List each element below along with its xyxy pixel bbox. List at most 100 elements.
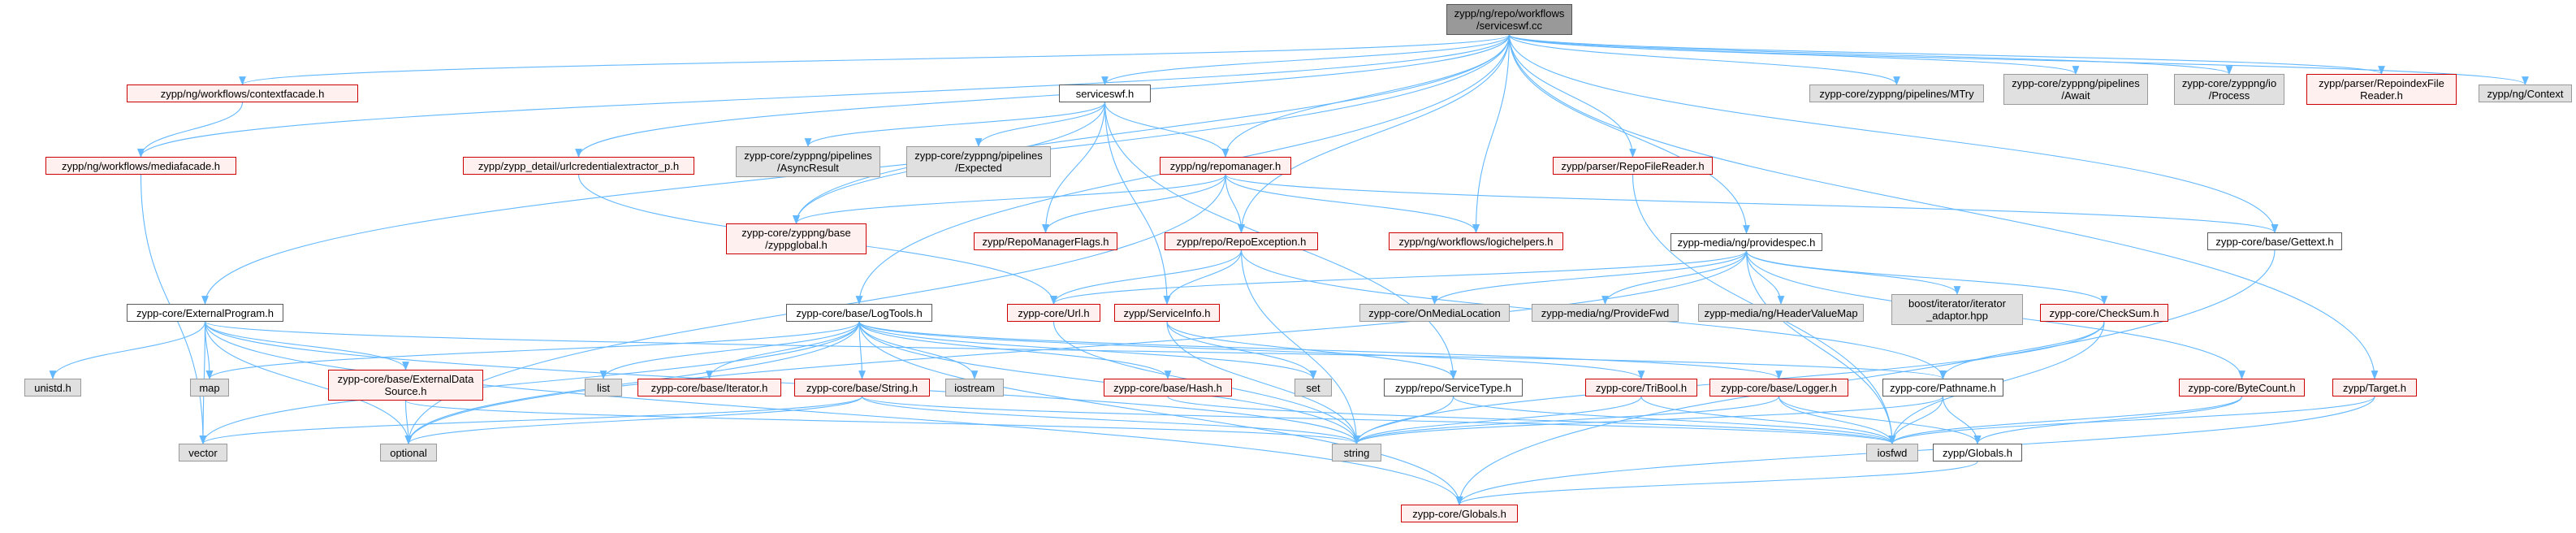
node-serviceinfo[interactable]: zypp/ServiceInfo.h [1114,304,1220,322]
node-mediafacade[interactable]: zypp/ng/workflows/mediafacade.h [45,157,236,175]
node-string-h[interactable]: zypp-core/base/String.h [794,379,930,396]
node-gettext[interactable]: zypp-core/base/Gettext.h [2207,232,2342,250]
edge-serviceswf-h-to-expected [975,102,1106,148]
node-string: string [1332,444,1381,462]
edge-providespec-to-checksum [1745,250,2108,306]
edge-logtools-to-set [858,321,1317,380]
edge-string-h-to-iosfwd [861,396,1895,445]
edge-tribool-to-string [1353,396,1642,445]
node-optional: optional [380,444,437,462]
edge-root-to-ngcontext [1508,34,2529,86]
edge-repoexception-to-serviceinfo [1163,249,1243,306]
edge-externalprogram-to-unistd [49,321,206,380]
edge-logtools-to-iostream [858,321,979,380]
edge-externalprogram-to-externaldata [204,321,409,371]
edge-tribool-to-iosfwd [1640,396,1896,445]
node-vector: vector [179,444,227,462]
edge-logtools-to-vector [199,321,860,445]
edge-serviceswf-h-to-asyncresult [804,102,1106,148]
edge-root-to-gettext [1508,34,2279,234]
node-iterator[interactable]: zypp-core/base/Iterator.h [638,379,781,396]
node-repoindex[interactable]: zypp/parser/RepoindexFile Reader.h [2306,74,2457,105]
edge-root-to-mediafacade [137,34,1511,158]
edge-root-to-logichelpers [1472,34,1511,234]
edge-repomanager-to-repomanagerflags [1042,174,1226,234]
edge-repomanager-to-zyppglobal [793,174,1226,225]
node-servicetype[interactable]: zypp/repo/ServiceType.h [1384,379,1523,396]
edge-externalprogram-to-coreglobals [204,321,1463,506]
edge-root-to-repoindex [1508,34,2385,76]
node-logger[interactable]: zypp-core/base/Logger.h [1709,379,1848,396]
node-zyppglobals[interactable]: zypp/Globals.h [1933,444,2022,462]
node-externalprogram[interactable]: zypp-core/ExternalProgram.h [127,304,283,322]
edge-root-to-mtry [1508,34,1900,86]
edge-providespec-to-providefwd [1601,250,1748,306]
node-providefwd: zypp-media/ng/ProvideFwd [1532,304,1679,322]
edge-logtools-to-optional [404,321,860,445]
edge-pathname-to-zyppglobals [1942,396,1982,445]
node-repomanagerflags[interactable]: zypp/RepoManagerFlags.h [974,232,1117,250]
edge-root-to-repoexception [1238,34,1511,234]
edge-servicetype-to-iosfwd [1452,396,1896,445]
node-map: map [190,379,229,396]
node-repofilereader[interactable]: zypp/parser/RepoFileReader.h [1553,157,1713,175]
edge-logtools-to-string-h [858,321,866,380]
node-urlcred[interactable]: zypp/zypp_detail/urlcredentialextractor_… [463,157,694,175]
edge-hash-to-iosfwd [1167,396,1896,445]
edge-gettext-to-coreglobals [1455,249,2276,506]
edge-string-h-to-string [861,396,1360,445]
edge-externalprogram-to-optional [204,321,413,445]
node-serviceswf-h[interactable]: serviceswf.h [1059,84,1151,102]
edge-zyppglobals-to-coreglobals [1455,461,1978,506]
node-hash[interactable]: zypp-core/base/Hash.h [1104,379,1232,396]
edge-string-h-to-vector [199,396,863,445]
edge-providespec-to-optional [404,250,1748,445]
edge-repoexception-to-url [1050,249,1243,306]
edge-externaldata-to-optional [404,400,413,445]
edge-root-to-await [1508,34,2080,76]
edge-root-to-repomanager [1221,34,1511,158]
edge-bytecount-to-zyppglobals [1973,396,2243,445]
node-root[interactable]: zypp/ng/repo/workflows /serviceswf.cc [1446,4,1572,35]
edge-serviceinfo-to-string [1166,321,1360,445]
edge-root-to-contextfacade [239,34,1511,86]
edge-root-to-serviceswf-h [1101,34,1511,86]
edge-root-to-urlcred [575,34,1511,158]
node-contextfacade[interactable]: zypp/ng/workflows/contextfacade.h [127,84,358,102]
edge-logger-to-iosfwd [1778,396,1896,445]
edge-logtools-to-coreglobals [858,321,1463,506]
node-ngcontext: zypp/ng/Context [2479,84,2572,102]
node-bytecount[interactable]: zypp-core/ByteCount.h [2179,379,2305,396]
node-target[interactable]: zypp/Target.h [2332,379,2417,396]
node-repomanager[interactable]: zypp/ng/repomanager.h [1160,157,1291,175]
edge-providespec-to-url [1050,250,1748,306]
node-url[interactable]: zypp-core/Url.h [1007,304,1100,322]
edge-root-to-target [1508,34,2379,380]
edge-servicetype-to-string [1353,396,1454,445]
edge-providespec-to-iteratoradaptor [1745,250,1961,296]
node-list: list [585,379,622,396]
node-providespec[interactable]: zypp-media/ng/providespec.h [1671,233,1822,251]
node-externaldata[interactable]: zypp-core/base/ExternalData Source.h [328,370,483,401]
edge-externaldata-to-string [404,400,1360,445]
node-checksum[interactable]: zypp-core/CheckSum.h [2040,304,2168,322]
edge-root-to-providespec [1508,34,1750,235]
node-coreglobals[interactable]: zypp-core/Globals.h [1401,505,1518,522]
node-mtry: zypp-core/zyppng/pipelines/MTry [1809,84,1984,102]
edge-string-h-to-optional [404,396,863,445]
node-tribool[interactable]: zypp-core/TriBool.h [1585,379,1697,396]
edge-contextfacade-to-mediafacade [137,102,244,158]
edge-serviceinfo-to-set [1166,321,1317,380]
node-pathname[interactable]: zypp-core/Pathname.h [1882,379,2003,396]
edge-repomanager-to-logichelpers [1225,174,1480,234]
node-zyppglobal[interactable]: zypp-core/zyppng/base /zyppglobal.h [726,223,867,254]
edge-bytecount-to-iosfwd [1888,396,2243,445]
node-logichelpers[interactable]: zypp/ng/workflows/logichelpers.h [1389,232,1563,250]
node-logtools[interactable]: zypp-core/base/LogTools.h [786,304,932,322]
edge-logtools-to-list [599,321,860,380]
edge-repomanager-to-repoexception [1225,174,1245,234]
node-asyncresult: zypp-core/zyppng/pipelines /AsyncResult [736,146,880,177]
node-repoexception[interactable]: zypp/repo/RepoException.h [1165,232,1318,250]
node-iteratoradaptor: boost/iterator/iterator _adaptor.hpp [1891,294,2023,325]
